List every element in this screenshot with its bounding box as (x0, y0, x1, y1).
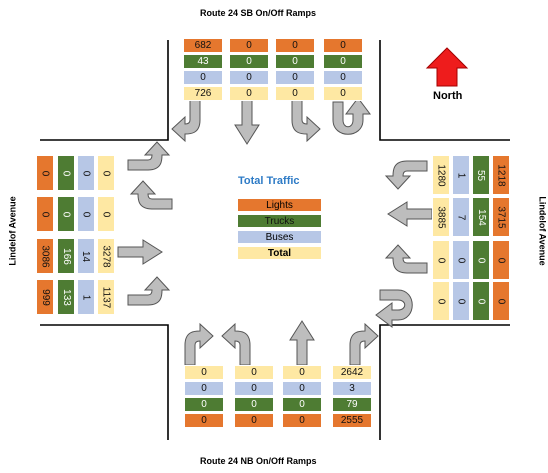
west-row3-lights: 3086 (36, 238, 54, 274)
north-col1-total: 726 (183, 86, 223, 101)
north-col2-trucks: 0 (229, 54, 269, 69)
south-col1-total: 0 (184, 365, 224, 380)
arrow-north-uturn (332, 97, 371, 135)
south-col3-total: 0 (282, 365, 322, 380)
arrow-east-right-turn (385, 160, 428, 190)
east-row2-buses: 7 (452, 197, 470, 237)
arrow-south-through (289, 320, 315, 366)
north-col3-lights: 0 (275, 38, 315, 53)
legend-buses: Buses (237, 230, 322, 244)
south-col4-lights: 2555 (332, 413, 372, 428)
arrow-west-through (117, 239, 163, 265)
west-row4-total: 1137 (97, 279, 115, 315)
arrow-west-right-turn (127, 276, 170, 306)
west-row2-buses: 0 (77, 196, 95, 232)
north-col4-lights: 0 (323, 38, 363, 53)
west-row2-lights: 0 (36, 196, 54, 232)
arrow-east-left-turn (385, 244, 428, 274)
south-col3-trucks: 0 (282, 397, 322, 412)
north-col2-total: 0 (229, 86, 269, 101)
north-col1-buses: 0 (183, 70, 223, 85)
north-col4-total: 0 (323, 86, 363, 101)
south-col4-buses: 3 (332, 381, 372, 396)
north-road-label: Route 24 SB On/Off Ramps (200, 8, 317, 18)
north-label: North (433, 90, 463, 102)
east-row2-lights: 3715 (492, 197, 510, 237)
east-row4-buses: 0 (452, 281, 470, 321)
center-title: Total Traffic (238, 175, 300, 187)
south-col2-trucks: 0 (234, 397, 274, 412)
east-row1-trucks: 55 (472, 155, 490, 195)
east-row3-total: 0 (432, 240, 450, 280)
east-row3-buses: 0 (452, 240, 470, 280)
arrow-west-left-turn (130, 180, 173, 210)
west-row1-lights: 0 (36, 155, 54, 191)
north-col1-lights: 682 (183, 38, 223, 53)
north-col3-total: 0 (275, 86, 315, 101)
west-row2-trucks: 0 (57, 196, 75, 232)
east-row4-trucks: 0 (472, 281, 490, 321)
west-road-label: Lindelof Avenue (7, 196, 18, 266)
north-col4-trucks: 0 (323, 54, 363, 69)
east-road-label: Lindelof Avenue (537, 196, 548, 266)
legend-lights: Lights (237, 198, 322, 212)
road-edge-se (379, 324, 510, 440)
north-col3-trucks: 0 (275, 54, 315, 69)
west-row1-total: 0 (97, 155, 115, 191)
west-row2-total: 0 (97, 196, 115, 232)
west-row3-trucks: 166 (57, 238, 75, 274)
arrow-north-through (234, 99, 260, 145)
west-row4-trucks: 133 (57, 279, 75, 315)
south-col2-buses: 0 (234, 381, 274, 396)
north-col2-lights: 0 (229, 38, 269, 53)
south-col4-trucks: 79 (332, 397, 372, 412)
arrow-south-left-turn (184, 323, 214, 366)
north-col2-buses: 0 (229, 70, 269, 85)
south-col2-lights: 0 (234, 413, 274, 428)
north-col4-buses: 0 (323, 70, 363, 85)
east-row4-lights: 0 (492, 281, 510, 321)
arrow-north-right-turn (171, 99, 201, 142)
north-col3-buses: 0 (275, 70, 315, 85)
east-row1-lights: 1218 (492, 155, 510, 195)
west-row3-buses: 14 (77, 238, 95, 274)
east-row4-total: 0 (432, 281, 450, 321)
arrow-east-uturn (375, 289, 413, 328)
legend-trucks: Trucks (237, 214, 322, 228)
south-col3-buses: 0 (282, 381, 322, 396)
legend-total: Total (237, 246, 322, 260)
south-road-label: Route 24 NB On/Off Ramps (200, 456, 317, 466)
road-edge-sw (40, 324, 169, 440)
east-row2-total: 3885 (432, 197, 450, 237)
west-row4-lights: 999 (36, 279, 54, 315)
south-col3-lights: 0 (282, 413, 322, 428)
south-col1-trucks: 0 (184, 397, 224, 412)
east-row2-trucks: 154 (472, 197, 490, 237)
east-row1-total: 1280 (432, 155, 450, 195)
south-col4-total: 2642 (332, 365, 372, 380)
east-row3-lights: 0 (492, 240, 510, 280)
road-edge-nw (40, 40, 169, 141)
west-row1-trucks: 0 (57, 155, 75, 191)
north-col1-trucks: 43 (183, 54, 223, 69)
east-row3-trucks: 0 (472, 240, 490, 280)
south-col1-lights: 0 (184, 413, 224, 428)
arrow-east-through (387, 201, 433, 227)
arrow-south-right-turn (349, 323, 379, 366)
arrow-south-uturn (221, 323, 251, 366)
west-row4-buses: 1 (77, 279, 95, 315)
east-row1-buses: 1 (452, 155, 470, 195)
arrow-north-left-turn (291, 99, 321, 142)
arrow-west-uturn (127, 141, 170, 171)
south-col2-total: 0 (234, 365, 274, 380)
west-row3-total: 3278 (97, 238, 115, 274)
south-col1-buses: 0 (184, 381, 224, 396)
road-edge-ne (379, 40, 510, 141)
north-arrow-icon (425, 47, 469, 87)
west-row1-buses: 0 (77, 155, 95, 191)
